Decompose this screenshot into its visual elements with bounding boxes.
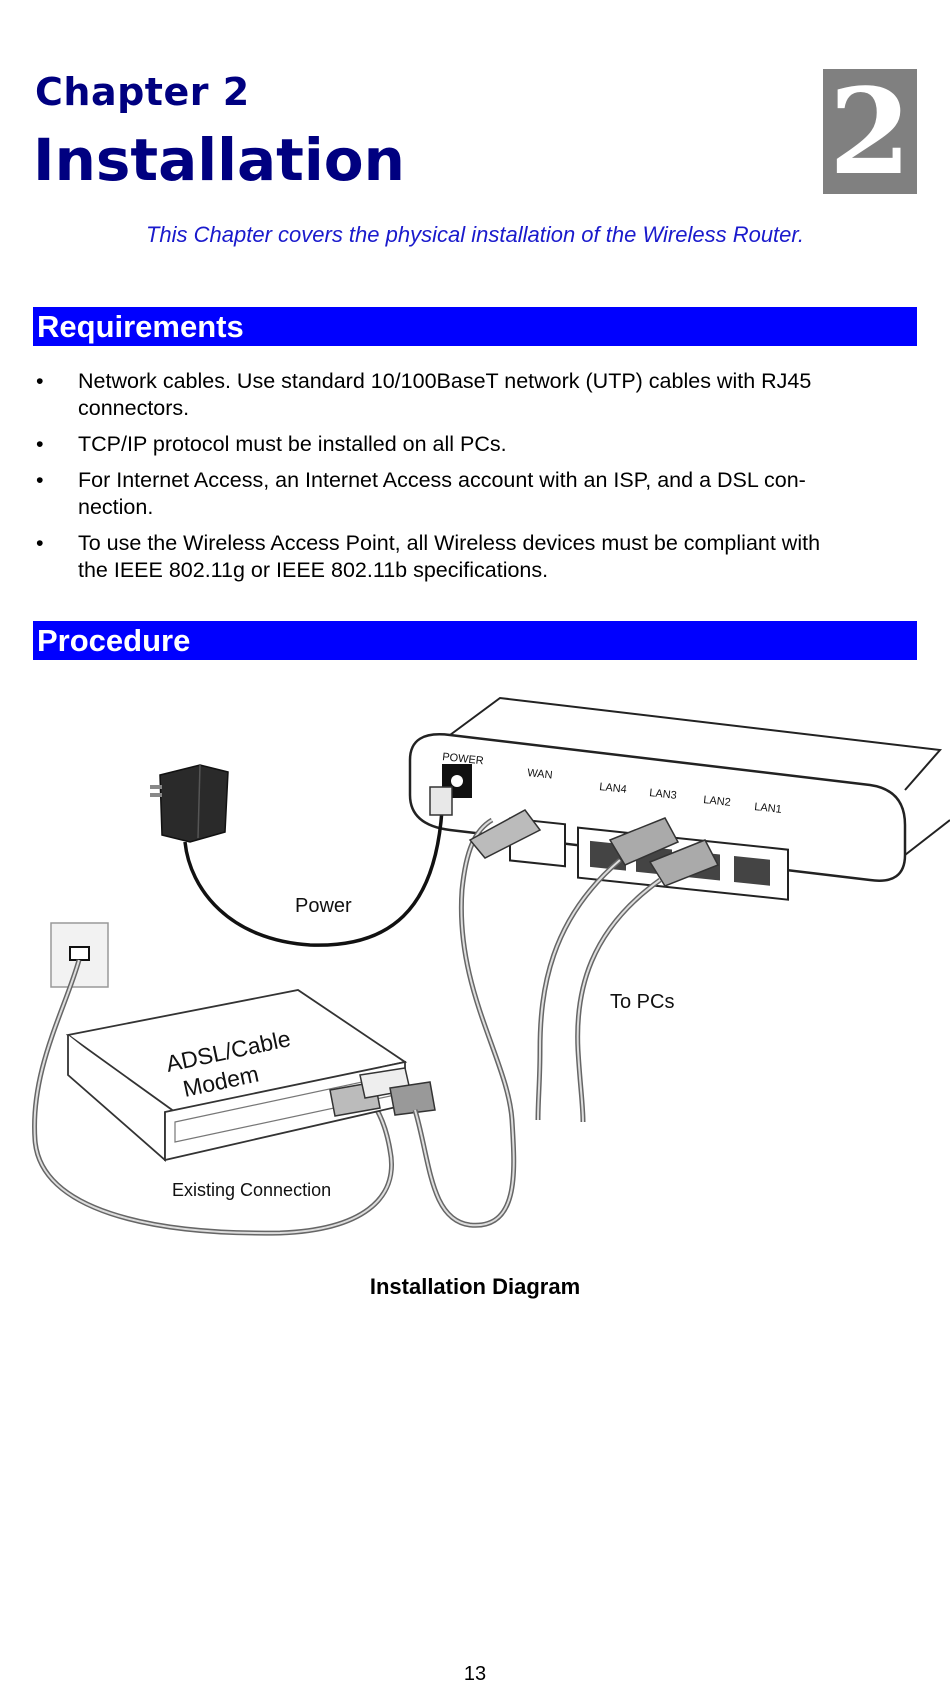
requirements-list: • Network cables. Use standard 10/100Bas… — [33, 368, 917, 593]
power-adapter-illustration — [150, 764, 453, 947]
list-item-line: Network cables. Use standard 10/100BaseT… — [78, 369, 812, 393]
list-item-line: nection. — [78, 495, 154, 519]
bullet-icon: • — [36, 531, 44, 555]
bullet-icon: • — [36, 432, 44, 456]
lan1-label: LAN1 — [754, 801, 783, 816]
list-item: • Network cables. Use standard 10/100Bas… — [33, 368, 917, 422]
list-item-line: For Internet Access, an Internet Access … — [78, 468, 806, 492]
list-item-line: To use the Wireless Access Point, all Wi… — [78, 531, 821, 555]
chapter-number-badge: 2 — [823, 69, 917, 194]
power-port-label: POWER — [442, 751, 485, 767]
list-item-line: connectors. — [78, 396, 190, 420]
lan3-label: LAN3 — [649, 787, 678, 802]
installation-diagram: POWER WAN LAN4 LAN3 LAN2 LAN1 Power ADSL… — [32, 696, 950, 1236]
procedure-heading: Procedure — [33, 621, 917, 660]
lan-cables — [535, 817, 720, 1123]
modem-illustration — [65, 989, 408, 1162]
diagram-caption: Installation Diagram — [369, 1274, 581, 1299]
bullet-icon: • — [36, 369, 44, 393]
list-item-line: the IEEE 802.11g or IEEE 802.11b specifi… — [78, 558, 549, 582]
modem-connectors — [329, 1067, 436, 1117]
chapter-subtitle: This Chapter covers the physical install… — [145, 222, 805, 247]
power-cable-label: Power — [295, 895, 352, 917]
list-item-line: TCP/IP protocol must be installed on all… — [78, 432, 507, 456]
router-illustration — [408, 696, 950, 901]
wall-jack-illustration — [32, 922, 394, 1236]
list-item: • To use the Wireless Access Point, all … — [33, 530, 917, 584]
to-pcs-label: To PCs — [610, 991, 674, 1013]
wan-cable — [412, 809, 542, 1228]
bullet-icon: • — [36, 468, 44, 492]
lan4-label: LAN4 — [599, 781, 628, 796]
lan2-label: LAN2 — [703, 794, 732, 809]
chapter-label: Chapter 2 — [35, 70, 250, 114]
chapter-title: Installation — [33, 126, 405, 194]
page-number: 13 — [463, 1663, 487, 1685]
wan-port-label: WAN — [527, 767, 553, 782]
list-item: • For Internet Access, an Internet Acces… — [33, 467, 917, 521]
list-item: • TCP/IP protocol must be installed on a… — [33, 431, 917, 458]
existing-connection-label: Existing Connection — [172, 1180, 331, 1200]
requirements-heading: Requirements — [33, 307, 917, 346]
